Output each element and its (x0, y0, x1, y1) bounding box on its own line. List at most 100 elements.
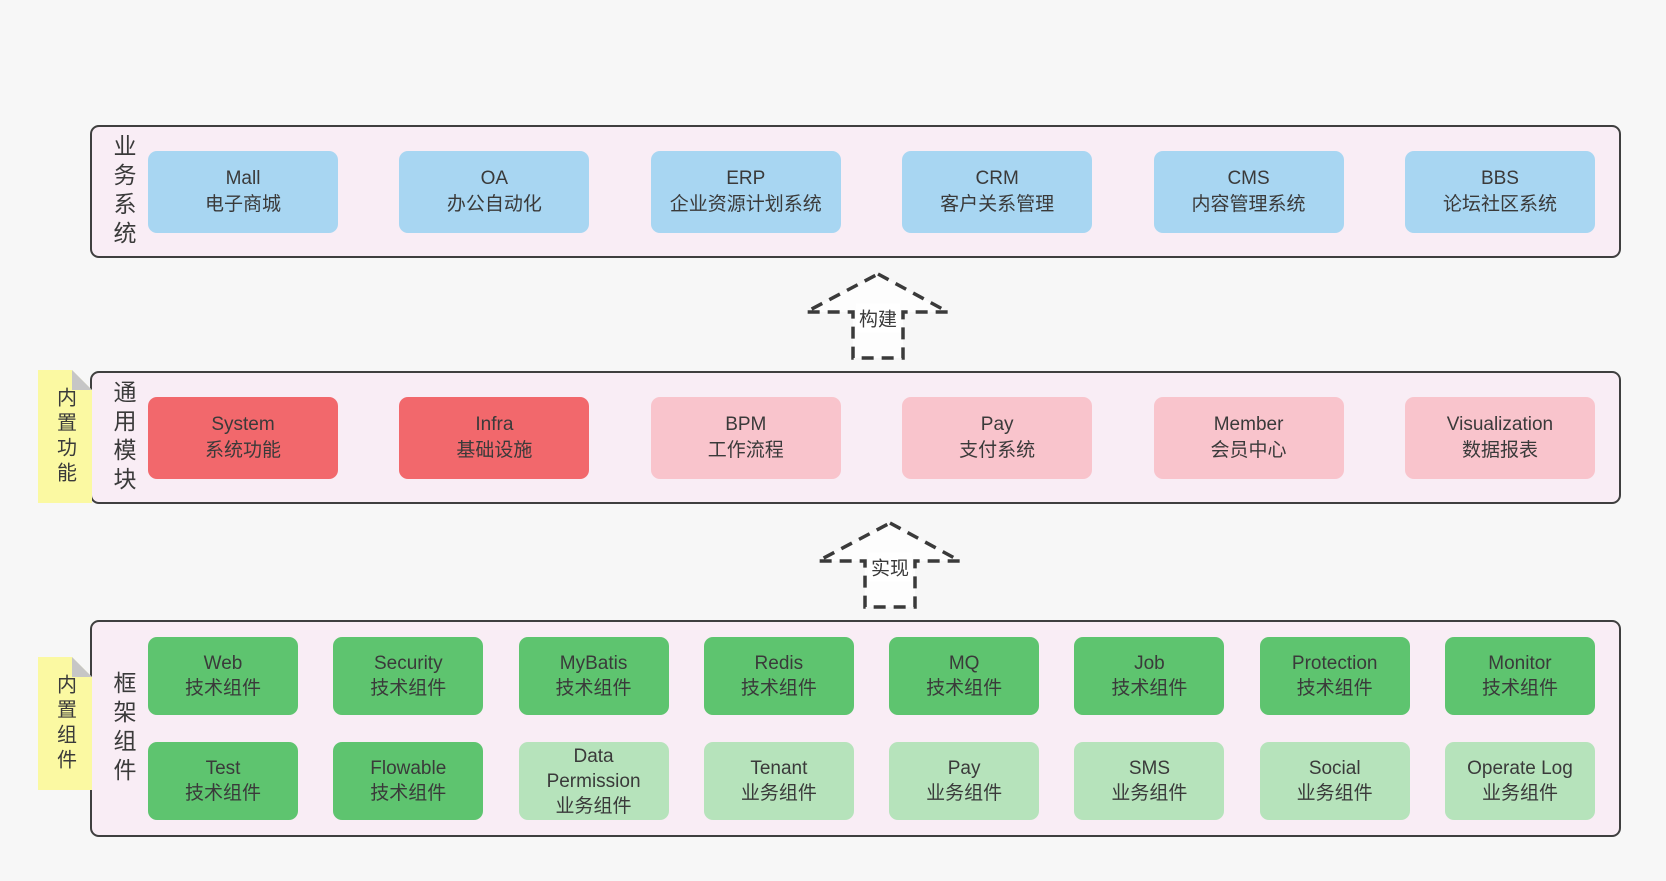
box-title: OA (480, 167, 509, 189)
box-title: Test (205, 758, 241, 779)
box-title: Pay (947, 758, 981, 779)
note-label-built-in-components: 内置组件 (53, 673, 76, 774)
band-label-business-systems: 业务系统 (110, 133, 136, 250)
box-subtitle: 工作流程 (707, 439, 784, 461)
note-label-built-in-functions: 内置功能 (53, 386, 76, 487)
box-mall: Mall 电子商城 (148, 150, 338, 233)
box-system: System 系统功能 (148, 396, 338, 479)
box-pay: Pay 业务组件 (889, 742, 1040, 820)
arrow-label-build: 构建 (855, 303, 901, 333)
box-bpm: BPM 工作流程 (650, 396, 841, 479)
box-title: Social (1308, 758, 1361, 779)
box-subtitle: 业务组件 (555, 795, 632, 817)
box-title: MQ (948, 653, 980, 674)
box-subtitle: 技术组件 (1111, 678, 1188, 699)
box-title: Protection (1291, 653, 1378, 674)
box-subtitle: 业务组件 (740, 783, 817, 804)
box-subtitle: 业务组件 (1481, 783, 1558, 804)
box-social: Social 业务组件 (1259, 742, 1410, 820)
box-monitor: Monitor 技术组件 (1444, 637, 1595, 715)
box-subtitle: 业务组件 (1296, 783, 1373, 804)
band-common-modules: 通用模块 System 系统功能 Infra 基础设施 BPM 工作流程 Pay 支付系统 Me… (90, 371, 1621, 504)
band-label-framework-components: 框架组件 (110, 670, 136, 787)
box-title: SMS (1128, 758, 1170, 779)
dashed-up-arrow-build: 构建 (800, 268, 956, 364)
box-title: Monitor (1488, 653, 1552, 674)
note-fold-icon (72, 657, 92, 677)
box-job: Job 技术组件 (1074, 637, 1225, 715)
box-title: Flowable (370, 758, 447, 779)
box-subtitle: 基础设施 (456, 439, 533, 461)
box-subtitle: 系统功能 (204, 439, 281, 461)
box-title: ERP (726, 167, 766, 189)
box-tenant: Tenant 业务组件 (703, 742, 854, 820)
box-title: Data Permission (546, 745, 641, 792)
box-subtitle: 技术组件 (555, 678, 632, 699)
box-subtitle: 客户关系管理 (940, 193, 1055, 215)
box-title: Pay (980, 413, 1014, 435)
box-title: Infra (475, 413, 514, 435)
box-infra: Infra 基础设施 (399, 396, 590, 479)
box-visualization: Visualization 数据报表 (1404, 396, 1595, 479)
box-title: BPM (725, 413, 767, 435)
box-title: Redis (754, 653, 804, 674)
box-subtitle: 内容管理系统 (1191, 193, 1306, 215)
dashed-up-arrow-implement: 实现 (812, 517, 968, 613)
box-subtitle: 业务组件 (1111, 783, 1188, 804)
box-redis: Redis 技术组件 (703, 637, 854, 715)
box-subtitle: 业务组件 (926, 783, 1003, 804)
box-title: CMS (1227, 167, 1270, 189)
box-title: Operate Log (1467, 758, 1573, 779)
box-protection: Protection 技术组件 (1259, 637, 1410, 715)
box-subtitle: 技术组件 (370, 783, 447, 804)
box-title: System (211, 413, 275, 435)
note-fold-icon (72, 370, 92, 390)
box-title: Web (203, 653, 243, 674)
box-title: Mall (225, 167, 261, 189)
box-subtitle: 企业资源计划系统 (669, 193, 822, 215)
box-mybatis: MyBatis 技术组件 (518, 637, 669, 715)
box-bbs: BBS 论坛社区系统 (1404, 150, 1595, 233)
box-title: BBS (1480, 167, 1519, 189)
box-web: Web 技术组件 (148, 637, 298, 715)
box-subtitle: 电子商城 (204, 193, 281, 215)
box-data-permission: Data Permission 业务组件 (518, 742, 669, 820)
box-subtitle: 数据报表 (1461, 439, 1538, 461)
box-subtitle: 支付系统 (959, 439, 1036, 461)
box-subtitle: 技术组件 (1296, 678, 1373, 699)
box-subtitle: 技术组件 (370, 678, 447, 699)
box-subtitle: 技术组件 (1481, 678, 1558, 699)
box-crm: CRM 客户关系管理 (902, 150, 1093, 233)
box-title: Member (1213, 413, 1284, 435)
box-flowable: Flowable 技术组件 (333, 742, 484, 820)
box-title: Security (373, 653, 443, 674)
box-title: MyBatis (559, 653, 628, 674)
box-pay: Pay 支付系统 (902, 396, 1093, 479)
box-title: Tenant (750, 758, 808, 779)
box-title: CRM (975, 167, 1019, 189)
band-label-common-modules: 通用模块 (110, 379, 136, 496)
arrow-label-implement: 实现 (867, 552, 913, 582)
box-subtitle: 技术组件 (740, 678, 817, 699)
box-operate-log: Operate Log 业务组件 (1444, 742, 1595, 820)
box-sms: SMS 业务组件 (1074, 742, 1225, 820)
box-erp: ERP 企业资源计划系统 (650, 150, 841, 233)
box-cms: CMS 内容管理系统 (1153, 150, 1344, 233)
box-title: Job (1134, 653, 1165, 674)
box-subtitle: 技术组件 (184, 678, 261, 699)
box-title: Visualization (1446, 413, 1554, 435)
sticky-note-built-in-functions: 内置功能 (38, 370, 92, 503)
box-subtitle: 论坛社区系统 (1442, 193, 1557, 215)
